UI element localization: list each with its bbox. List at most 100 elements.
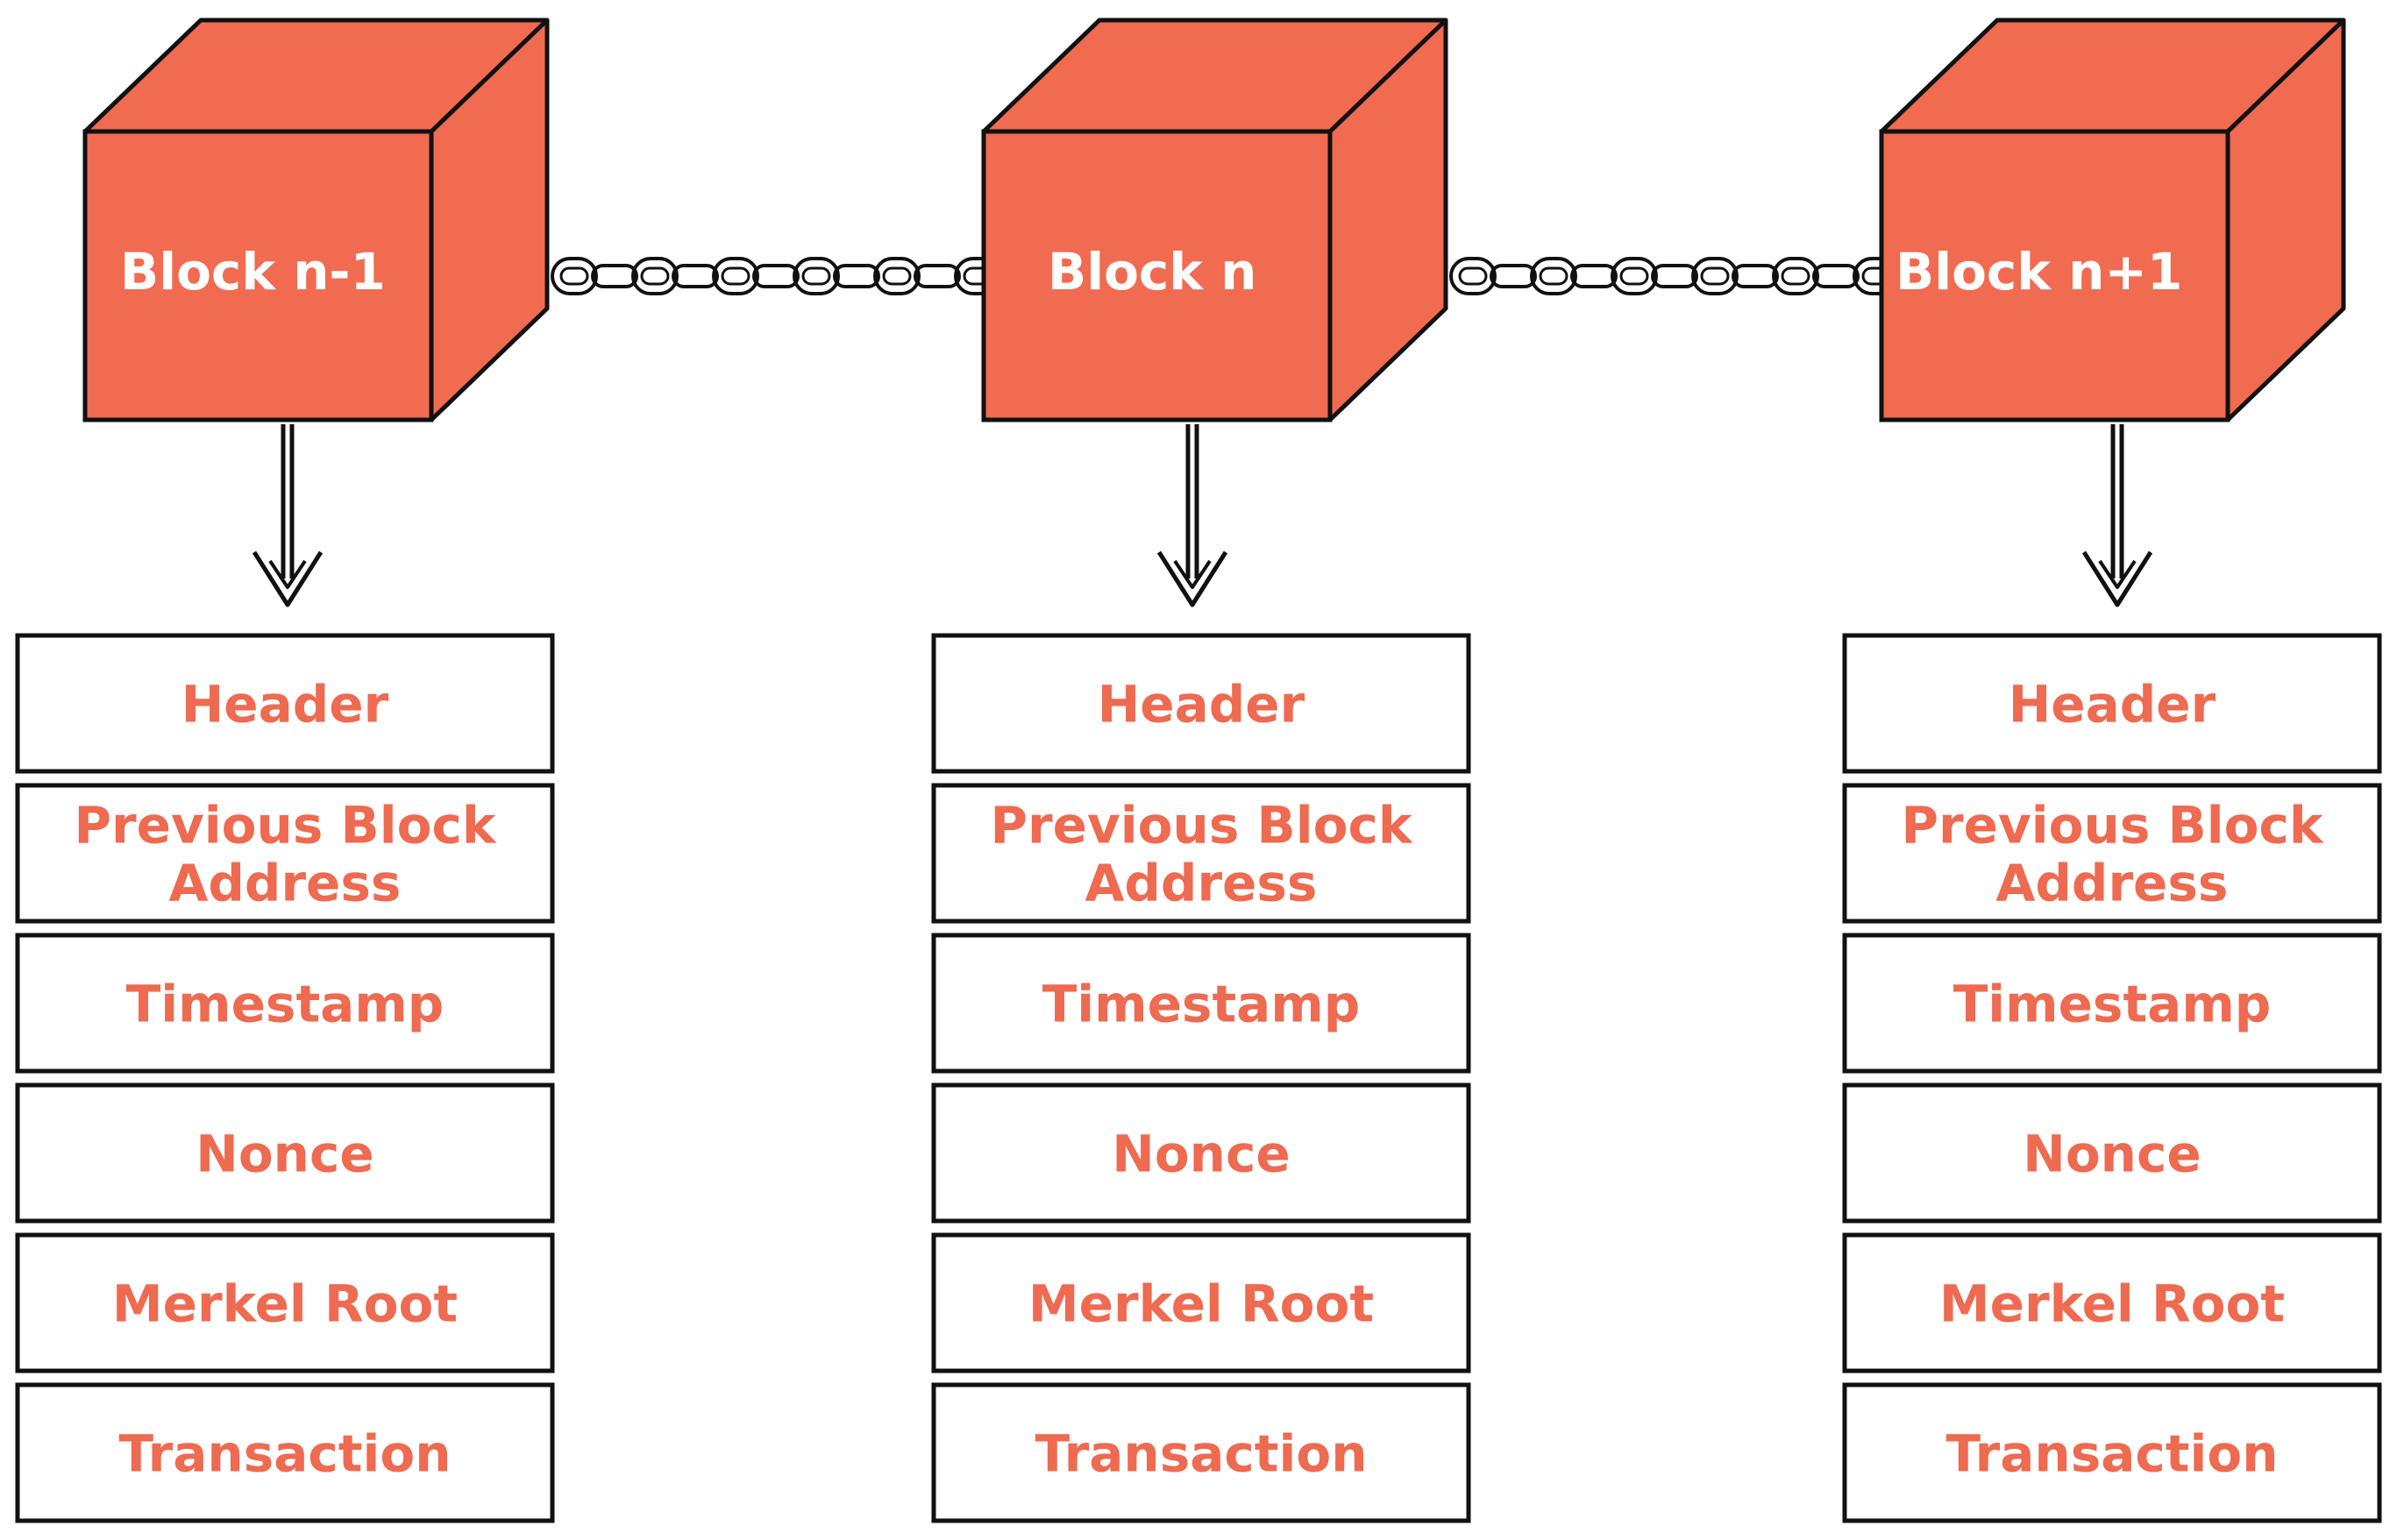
- field-label: Nonce: [196, 1125, 373, 1184]
- field-label: Nonce: [2023, 1125, 2201, 1184]
- chain-link-inner: [640, 266, 670, 286]
- block-label: Block n+1: [1896, 242, 2182, 302]
- block-label: Block n: [1048, 242, 1256, 302]
- field-cell: Merkel Root: [1842, 1232, 2382, 1373]
- chain-link: [551, 257, 598, 295]
- chain-link-inner: [721, 266, 750, 286]
- chain-connector-2: [1449, 257, 1900, 295]
- chain-link-inner: [1700, 266, 1730, 286]
- chain-link: [1651, 264, 1698, 288]
- field-cell: Timestamp: [931, 933, 1471, 1074]
- field-cell: Transaction: [931, 1382, 1471, 1523]
- arrow-head: [2081, 550, 2153, 607]
- field-cell: Nonce: [1842, 1082, 2382, 1224]
- chain-link-inner: [1619, 266, 1649, 286]
- field-box: [15, 783, 555, 924]
- chain-link: [712, 257, 759, 295]
- field-box: [931, 1082, 1471, 1224]
- field-cell: Header: [1842, 633, 2382, 774]
- field-box: [1842, 1082, 2382, 1224]
- field-label: Transaction: [118, 1424, 451, 1484]
- field-box: [1842, 633, 2382, 774]
- field-label: Merkel Root: [1028, 1274, 1374, 1334]
- field-label: Previous Block: [991, 796, 1413, 855]
- field-box: [1842, 1232, 2382, 1373]
- field-cell: Merkel Root: [931, 1232, 1471, 1373]
- field-box: [1842, 1382, 2382, 1523]
- field-cell: Timestamp: [15, 933, 555, 1074]
- field-label: Nonce: [1112, 1125, 1290, 1184]
- field-box: [15, 1382, 555, 1523]
- field-label: Merkel Root: [1939, 1274, 2285, 1334]
- field-label: Merkel Root: [112, 1274, 458, 1334]
- chain-link: [873, 257, 921, 295]
- field-cell: Merkel Root: [15, 1232, 555, 1373]
- field-box: [15, 1232, 555, 1373]
- field-label: Header: [2009, 675, 2216, 735]
- block-label: Block n-1: [120, 242, 386, 302]
- field-label: Previous Block: [1902, 796, 2324, 855]
- field-label: Transaction: [1945, 1424, 2278, 1484]
- chain-link-inner: [1458, 266, 1488, 286]
- field-cell: Header: [931, 633, 1471, 774]
- chain-link: [631, 257, 679, 295]
- field-cell: Nonce: [931, 1082, 1471, 1224]
- field-box: [1842, 783, 2382, 924]
- field-cell: Timestamp: [1842, 933, 2382, 1074]
- field-label: Address: [1996, 854, 2229, 913]
- field-label: Header: [1098, 675, 1305, 735]
- chain-link-inner: [1539, 266, 1568, 286]
- field-box: [15, 1082, 555, 1224]
- field-box: [931, 1232, 1471, 1373]
- field-box: [931, 783, 1471, 924]
- arrow-head-inner: [1173, 559, 1212, 589]
- chain-link-inner: [559, 266, 589, 286]
- chain-link: [1611, 257, 1658, 295]
- field-cell: Transaction: [1842, 1382, 2382, 1523]
- field-cell: Transaction: [15, 1382, 555, 1523]
- field-label: Timestamp: [126, 975, 445, 1034]
- arrow-head-inner: [268, 559, 307, 589]
- field-cell: Header: [15, 633, 555, 774]
- field-label: Timestamp: [1042, 975, 1361, 1034]
- chain-link: [1449, 257, 1497, 295]
- down-arrow-icon: [2081, 424, 2153, 607]
- field-box: [1842, 933, 2382, 1074]
- field-box: [931, 1382, 1471, 1523]
- cube-front-face: [981, 129, 1333, 422]
- arrow-head: [1156, 550, 1228, 607]
- field-label: Timestamp: [1953, 975, 2272, 1034]
- field-label: Previous Block: [75, 796, 497, 855]
- chain-link: [833, 264, 880, 288]
- arrow-head-inner: [2098, 559, 2137, 589]
- down-arrow-icon: [1156, 424, 1228, 607]
- chain-link: [1772, 257, 1819, 295]
- chain-link: [793, 257, 840, 295]
- field-box: [15, 933, 555, 1074]
- field-cell: Nonce: [15, 1082, 555, 1224]
- chain-connector-1: [551, 257, 1001, 295]
- chain-link-inner: [801, 266, 831, 286]
- cube-front-face: [82, 129, 434, 422]
- chain-link: [1530, 257, 1577, 295]
- field-label: Transaction: [1035, 1424, 1367, 1484]
- chain-link: [1570, 264, 1618, 288]
- chain-link: [1812, 264, 1860, 288]
- chain-link: [1490, 264, 1537, 288]
- field-box: [931, 933, 1471, 1074]
- cube-front-face: [1879, 129, 2230, 422]
- arrow-head: [252, 550, 324, 607]
- chain-link: [591, 264, 638, 288]
- field-label: Address: [1085, 854, 1318, 913]
- chain-link: [1732, 264, 1779, 288]
